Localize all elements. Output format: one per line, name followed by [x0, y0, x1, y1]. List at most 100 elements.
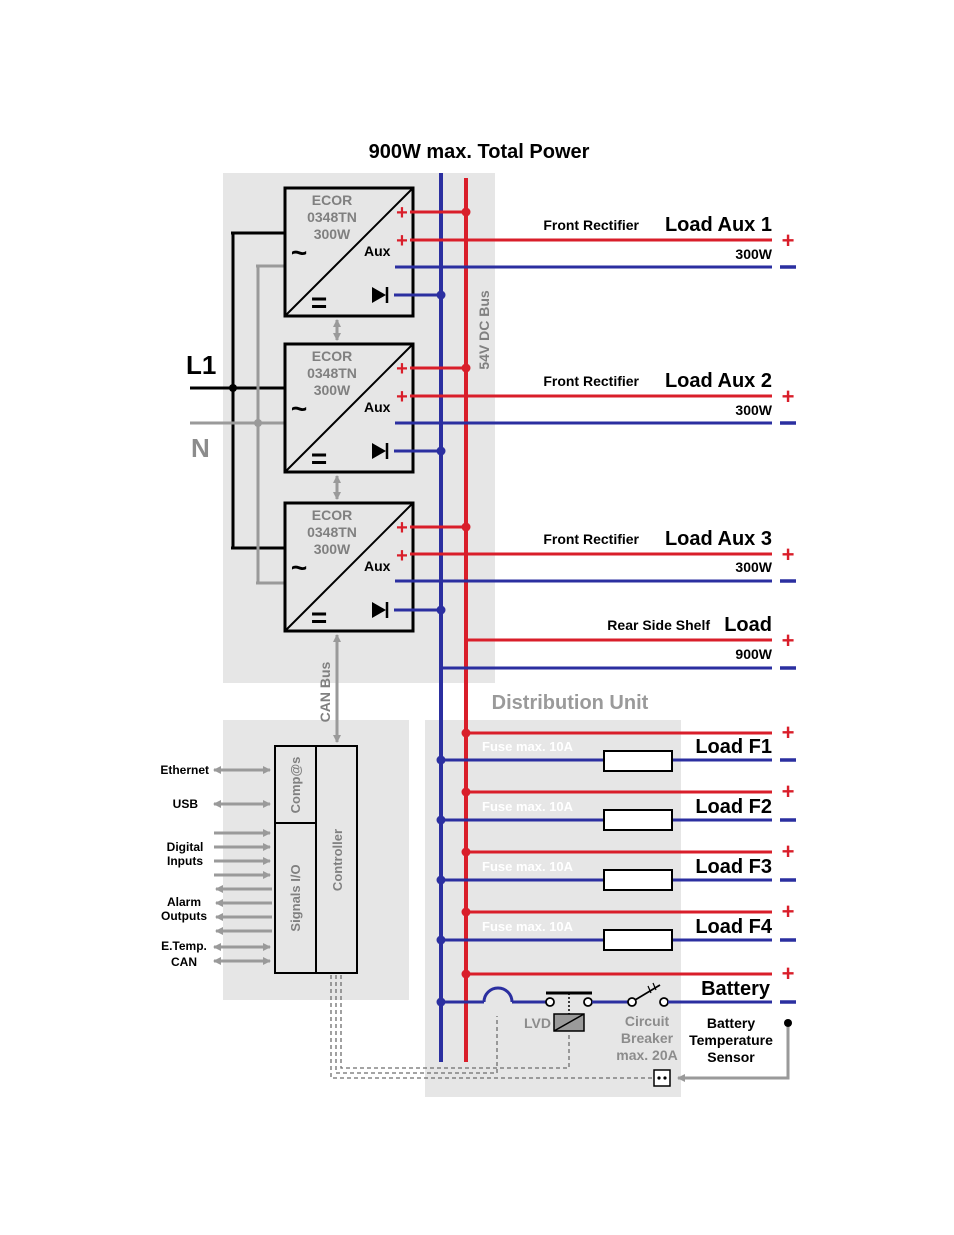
- bus-junctions: [436, 207, 471, 615]
- lvd-label: LVD: [524, 1015, 551, 1031]
- rear-shelf-load: Rear Side Shelf Load 900W: [607, 614, 772, 662]
- fuse-label: Fuse max. 10A: [482, 919, 574, 934]
- rectifier-model: 0348TN: [307, 365, 357, 381]
- fuse-label: Fuse max. 10A: [482, 739, 574, 754]
- aux-load-wiring: [395, 238, 772, 670]
- load-source: Front Rectifier: [543, 531, 639, 547]
- rectifier-model: 0348TN: [307, 209, 357, 225]
- plus-symbol: +: [782, 384, 795, 409]
- aux-load-1: Front Rectifier Load Aux 1 300W: [543, 214, 772, 262]
- plus-symbol: +: [396, 386, 408, 408]
- rectifier-power: 300W: [314, 541, 351, 557]
- digital-inputs-label: Digital: [167, 840, 204, 854]
- fuse-icon: [603, 809, 673, 831]
- fuse-circuit-2: Fuse max. 10A Load F2: [436, 787, 772, 831]
- aux-label: Aux: [364, 558, 391, 574]
- digital-inputs-label: Inputs: [167, 854, 203, 868]
- rectifier-model: 0348TN: [307, 524, 357, 540]
- ac-symbol: ~: [291, 393, 307, 424]
- load-power: 900W: [735, 646, 772, 662]
- plus-symbol: +: [396, 517, 408, 539]
- fuse-label: Fuse max. 10A: [482, 799, 574, 814]
- load-power: 300W: [735, 402, 772, 418]
- fuse-icon: [603, 750, 673, 772]
- load-name: Load Aux 2: [665, 370, 772, 392]
- plus-symbol: +: [396, 358, 408, 380]
- dc-bus-label: 54V DC Bus: [476, 290, 492, 370]
- etemp-can-label: E.Temp.: [161, 939, 207, 953]
- controller-module-label: Controller: [330, 829, 345, 891]
- rectifier-power: 300W: [314, 382, 351, 398]
- dc-symbol: =: [311, 287, 327, 318]
- plus-symbol: +: [782, 720, 795, 745]
- plus-symbol: +: [396, 230, 408, 252]
- controller-unit: Comp@s Signals I/O Controller: [274, 745, 358, 974]
- plus-symbol: +: [782, 779, 795, 804]
- temp-sensor-icon: [784, 1019, 792, 1027]
- rectifier-module-3: ECOR 0348TN 300W ~ Aux = + +: [283, 501, 415, 633]
- fuse-load-name: Load F1: [695, 736, 772, 758]
- load-name: Load: [724, 614, 772, 636]
- aux-load-3: Front Rectifier Load Aux 3 300W: [543, 528, 772, 575]
- load-source: Front Rectifier: [543, 373, 639, 389]
- signals-io-label: Signals I/O: [288, 864, 303, 931]
- diode-icon: [372, 602, 389, 618]
- polarity-markers: + + + + + + + + +: [780, 228, 796, 1004]
- load-name: Load Aux 1: [665, 214, 772, 236]
- fuse-icon: [603, 869, 673, 891]
- rectifier-name: ECOR: [312, 348, 352, 364]
- module-output-wiring: [404, 210, 466, 612]
- plus-symbol: +: [396, 545, 408, 567]
- fuse-load-name: Load F4: [695, 916, 773, 938]
- dc-symbol: =: [311, 602, 327, 633]
- temp-sensor-connector-icon: [653, 1069, 671, 1087]
- compas-module-label: Comp@s: [288, 757, 303, 814]
- load-power: 300W: [735, 246, 772, 262]
- usb-label: USB: [173, 797, 199, 811]
- controller-io: [213, 766, 272, 965]
- l1-label: L1: [186, 350, 216, 380]
- ac-symbol: ~: [291, 237, 307, 268]
- temp-sensor-label: Temperature: [689, 1032, 773, 1048]
- rectifier-name: ECOR: [312, 507, 352, 523]
- plus-symbol: +: [782, 899, 795, 924]
- temp-sensor-label: Sensor: [707, 1049, 755, 1065]
- aux-label: Aux: [364, 399, 391, 415]
- battery-circuit: Battery LVD Circuit Breaker max. 20A Bat…: [436, 969, 792, 1082]
- ac-symbol: ~: [291, 552, 307, 583]
- fuse-circuit-1: Fuse max. 10A Load F1: [436, 728, 772, 772]
- fuse-load-name: Load F2: [695, 796, 772, 818]
- battery-label: Battery: [701, 978, 771, 1000]
- aux-label: Aux: [364, 243, 391, 259]
- fuse-circuit-4: Fuse max. 10A Load F4: [436, 907, 773, 951]
- plus-symbol: +: [782, 628, 795, 653]
- rectifier-module-2: ECOR 0348TN 300W ~ Aux = + +: [283, 342, 415, 474]
- lvd-contactor-icon: [545, 991, 593, 1032]
- breaker-label: max. 20A: [616, 1047, 677, 1063]
- diode-icon: [372, 443, 389, 459]
- aux-load-2: Front Rectifier Load Aux 2 300W: [543, 370, 772, 418]
- can-bus-label: CAN Bus: [317, 661, 333, 722]
- load-name: Load Aux 3: [665, 528, 772, 550]
- temp-sensor-label: Battery: [707, 1015, 755, 1031]
- etemp-can-label: CAN: [171, 955, 197, 969]
- breaker-label: Circuit: [625, 1013, 670, 1029]
- alarm-outputs-label: Outputs: [161, 909, 207, 923]
- plus-symbol: +: [782, 839, 795, 864]
- fuse-circuit-3: Fuse max. 10A Load F3: [436, 847, 772, 891]
- signal-cables: [330, 975, 654, 1079]
- load-power: 300W: [735, 559, 772, 575]
- plus-symbol: +: [396, 202, 408, 224]
- diagram-title: 900W max. Total Power: [369, 141, 590, 163]
- ac-wiring: [190, 231, 285, 585]
- rectifier-module-1: ECOR 0348TN 300W ~ Aux = + +: [283, 186, 415, 318]
- plus-symbol: +: [782, 228, 795, 253]
- fuse-label: Fuse max. 10A: [482, 859, 574, 874]
- ethernet-label: Ethernet: [160, 763, 209, 777]
- rectifier-name: ECOR: [312, 192, 352, 208]
- dc-symbol: =: [311, 443, 327, 474]
- circuit-breaker-icon: [627, 982, 669, 1007]
- diode-icon: [372, 287, 389, 303]
- rectifier-power: 300W: [314, 226, 351, 242]
